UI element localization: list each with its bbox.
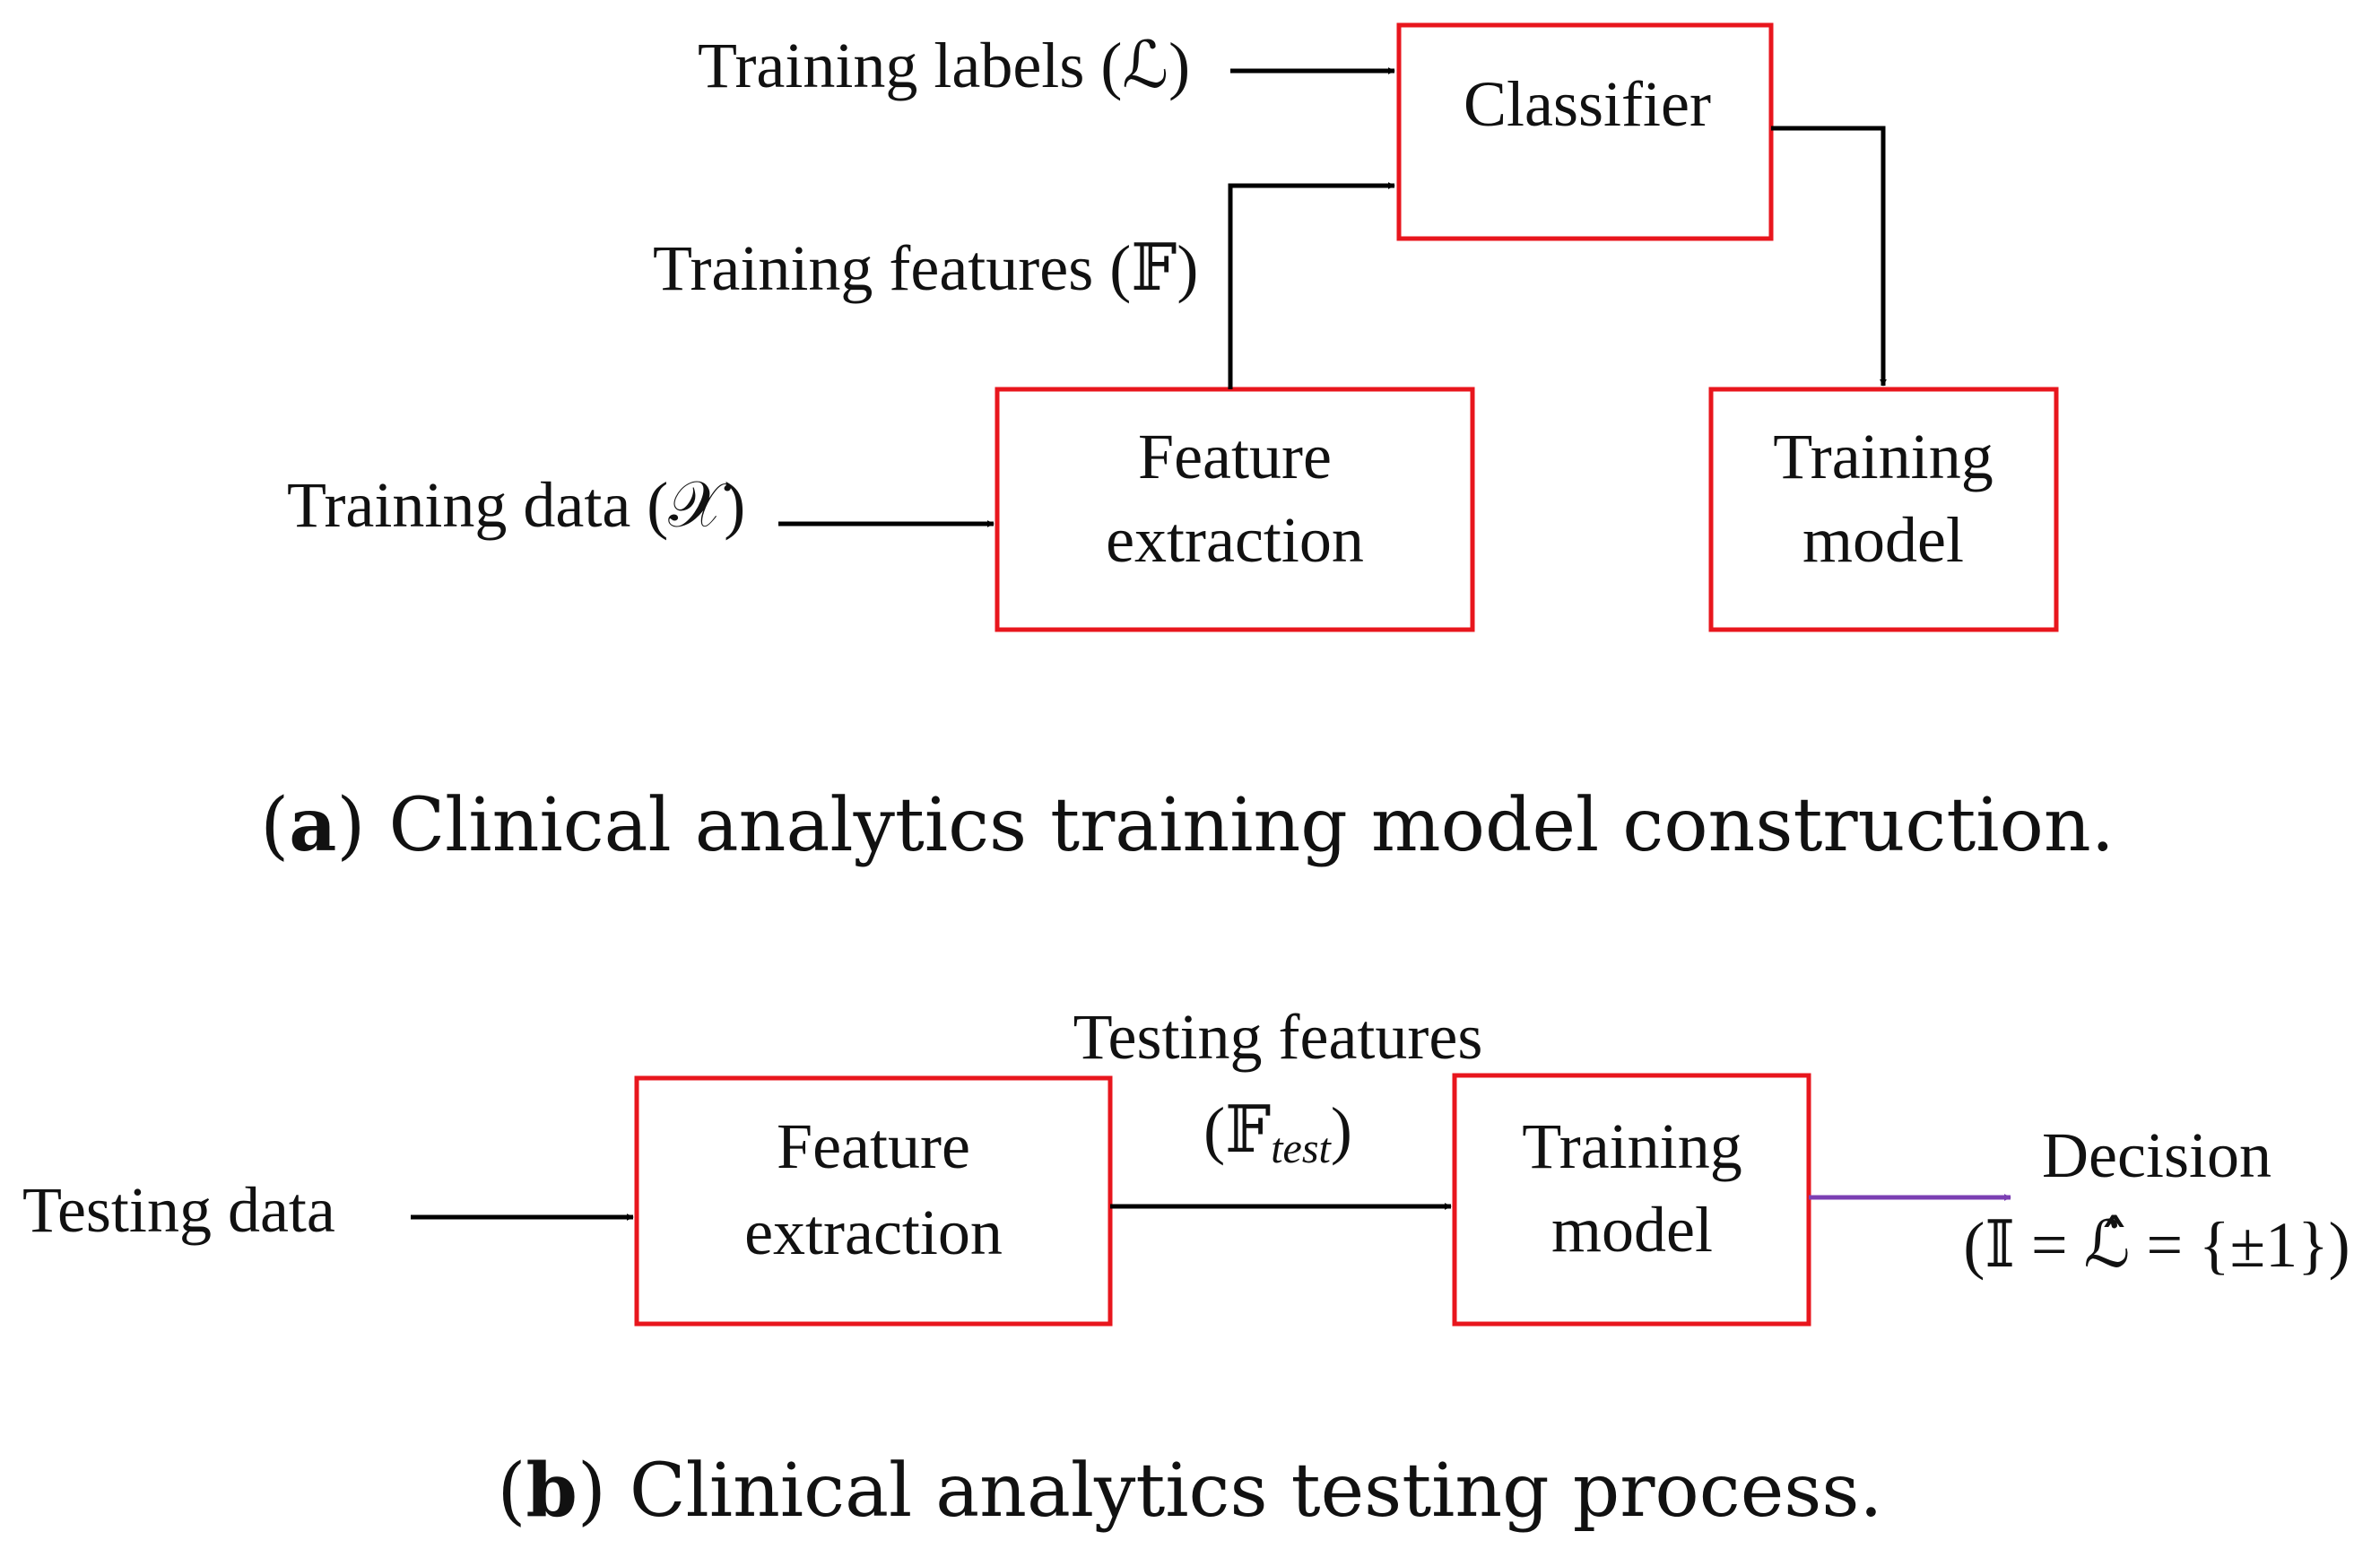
decision-label: Decision (2042, 1119, 2271, 1191)
testing-data-label: Testing data (22, 1174, 335, 1246)
feature-extraction-label-a-line2: extraction (1106, 504, 1364, 576)
testing-features-label: Testing features (1073, 1001, 1483, 1073)
feature-extraction-label-a-line1: Feature (1138, 421, 1332, 492)
panel-a: Classifier Feature extraction Training m… (260, 22, 2115, 868)
feature-extraction-label-b-line1: Feature (777, 1110, 970, 1182)
panel-b: Feature extraction Training model Testin… (22, 1001, 2350, 1534)
feature-extraction-label-b-line2: extraction (744, 1197, 1003, 1268)
decision-formula: (𝕀 = ℒ̂ = {±1}) (1963, 1209, 2350, 1281)
caption-a: (a) Clinical analytics training model co… (260, 782, 2115, 868)
training-model-label-b-line2: model (1551, 1194, 1713, 1266)
arrow-classifier-to-training-model (1771, 126, 1887, 387)
classifier-box (1396, 22, 1774, 241)
training-features-label: Training features (𝔽) (653, 232, 1198, 304)
training-data-label: Training data (𝒳) (287, 469, 745, 541)
feature-extraction-box-a (995, 387, 1475, 632)
classifier-label: Classifier (1464, 68, 1711, 140)
arrow-features-to-classifier (1228, 182, 1395, 389)
training-model-label-b-line1: Training (1522, 1110, 1742, 1182)
training-model-label-a-line2: model (1802, 504, 1964, 576)
training-model-label-a-line1: Training (1773, 421, 1993, 492)
feature-extraction-box-b (634, 1075, 1113, 1327)
caption-b: (b) Clinical analytics testing process. (498, 1448, 1883, 1534)
testing-features-symbol: (𝔽test) (1203, 1094, 1352, 1172)
training-model-box-a (1708, 387, 2059, 632)
training-labels-label: Training labels (ℒ) (698, 30, 1190, 101)
